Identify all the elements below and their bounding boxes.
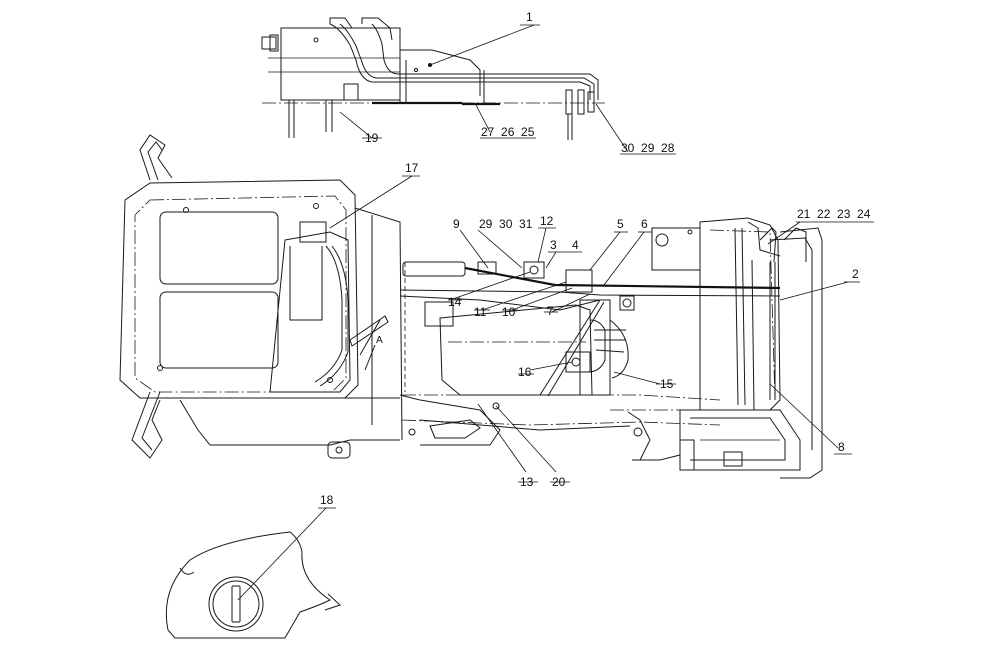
- callout-29-31: 29 30 31: [479, 217, 533, 231]
- callout-11: 11: [474, 305, 487, 319]
- callout-21-24: 21 22 23 24: [797, 207, 871, 221]
- main-assembly-view: [119, 134, 823, 479]
- callout-leaders: [237, 24, 874, 601]
- callout-10: 10: [502, 305, 516, 319]
- callout-16: 16: [518, 365, 532, 379]
- callout-labels: 1 2 3 4 5 6 7 8 9 10 11 12 13 14 15 16 1…: [320, 10, 871, 507]
- callout-27-25: 27 26 25: [481, 125, 535, 139]
- callout-1: 1: [526, 10, 533, 24]
- callout-14: 14: [448, 295, 462, 309]
- callout-13: 13: [520, 475, 534, 489]
- callout-19: 19: [365, 131, 379, 145]
- callout-17: 17: [405, 161, 419, 175]
- callout-18: 18: [320, 493, 334, 507]
- callout-8: 8: [838, 440, 845, 454]
- callout-4: 4: [572, 238, 579, 252]
- bottom-detail-view: [165, 531, 341, 639]
- detail-mark-a: A: [376, 335, 383, 346]
- callout-5: 5: [617, 217, 624, 231]
- callout-15: 15: [660, 377, 674, 391]
- callout-12: 12: [540, 214, 554, 228]
- callout-7: 7: [547, 304, 554, 318]
- callout-9: 9: [453, 217, 460, 231]
- callout-30-28: 30 29 28: [621, 141, 675, 155]
- callout-20: 20: [552, 475, 566, 489]
- callout-6: 6: [641, 217, 648, 231]
- callout-2: 2: [852, 267, 859, 281]
- top-detail-view: [261, 17, 605, 140]
- callout-3: 3: [550, 238, 557, 252]
